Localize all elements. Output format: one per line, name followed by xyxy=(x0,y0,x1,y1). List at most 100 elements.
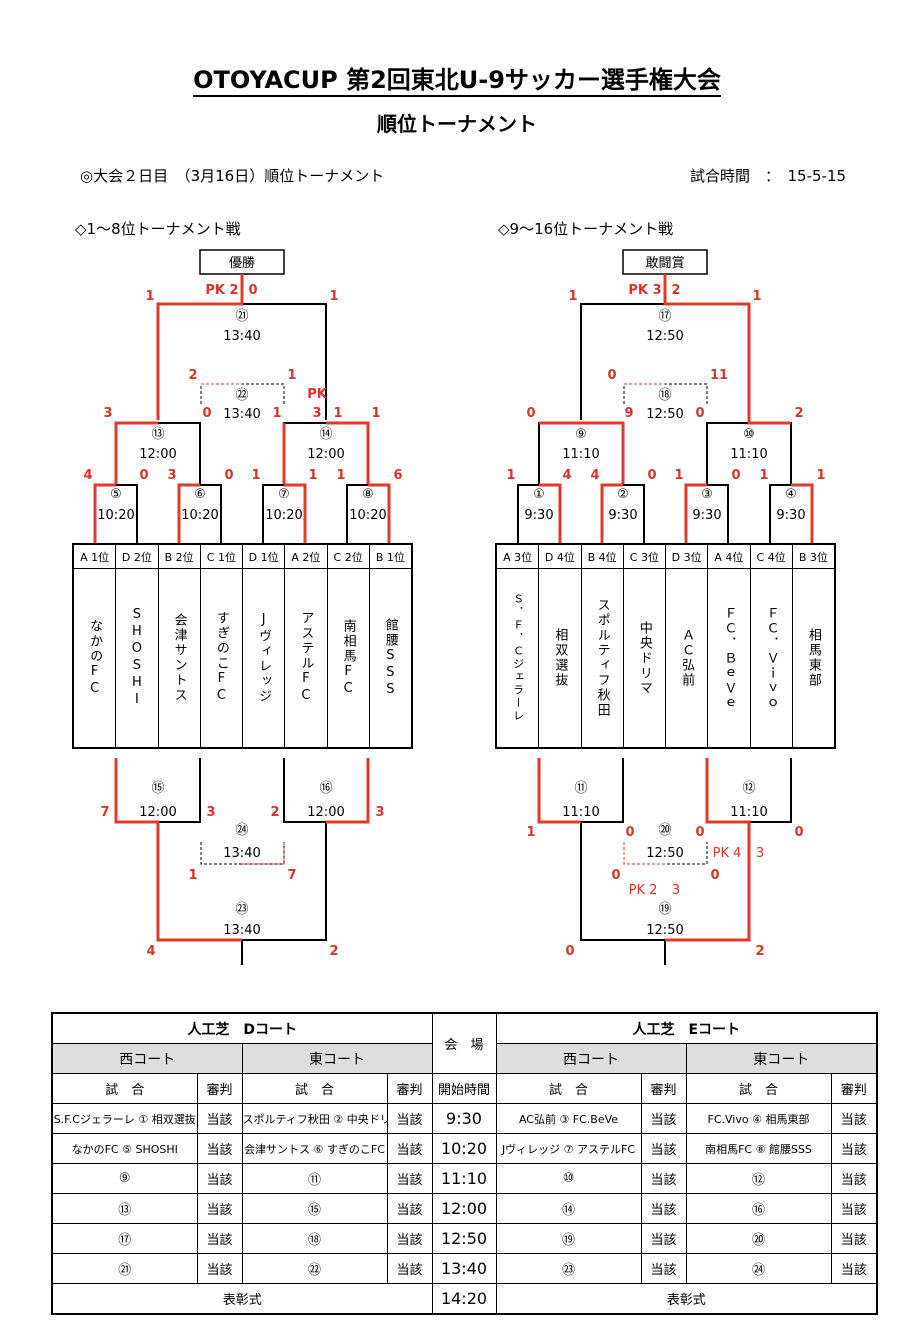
score: 1 xyxy=(333,406,342,421)
team-name: ＡＣ弘前 xyxy=(666,569,709,747)
score: 1 xyxy=(272,406,281,421)
score: 3 xyxy=(103,406,112,421)
score: PK 2 xyxy=(205,283,238,298)
team-name: SHOSHI xyxy=(116,569,159,747)
score: 1 xyxy=(145,289,154,304)
bracket-text: ㉓ xyxy=(235,902,248,917)
score: 1 xyxy=(816,468,825,483)
score: 4 xyxy=(562,468,571,483)
d-west-referee: 当該 xyxy=(196,1163,243,1194)
team-name: 館腰SSS xyxy=(370,569,412,747)
team-rank: A 1位 xyxy=(74,545,117,569)
score: 0 xyxy=(565,944,574,959)
match-time: 10:20 xyxy=(97,508,134,523)
start-time-col: 開始時間 xyxy=(431,1073,497,1104)
team-rank: D 2位 xyxy=(116,545,159,569)
match-number: ④ xyxy=(785,487,797,502)
e-east-referee: 当該 xyxy=(830,1103,878,1134)
semi-winner-line xyxy=(581,421,625,485)
match-time: 9:30 xyxy=(776,508,805,523)
bracket-text: ⑲ xyxy=(658,902,671,917)
d-east-header: 東コート xyxy=(241,1043,433,1074)
score: 2 xyxy=(755,944,764,959)
ceremony-time: 14:20 xyxy=(431,1283,497,1315)
match-time: 9:30 xyxy=(608,508,637,523)
e-east-referee: 当該 xyxy=(830,1253,878,1284)
court-e-header: 人工芝 Eコート xyxy=(495,1012,878,1044)
bracket-text: 11:10 xyxy=(730,805,767,820)
score: 2 xyxy=(270,805,279,820)
e-east-referee: 当該 xyxy=(830,1223,878,1254)
score: 7 xyxy=(100,805,109,820)
team-rank: B 4位 xyxy=(581,545,624,569)
score: 11 xyxy=(710,368,728,383)
match-time: 12:00 xyxy=(139,447,176,462)
d-east-match: ㉒ xyxy=(241,1253,388,1284)
match-number: ⑦ xyxy=(278,487,290,502)
d-west-match: ⑬ xyxy=(51,1193,198,1224)
e-west-match: Jヴィレッジ ⑦ アステルFC xyxy=(495,1133,642,1164)
team-rank: C 3位 xyxy=(623,545,666,569)
score: 2 xyxy=(188,368,197,383)
champion-box xyxy=(199,249,285,275)
score: 0 xyxy=(248,283,257,298)
score: 3 xyxy=(312,406,321,421)
bracket-text: ⑪ xyxy=(574,781,587,796)
match-number: ② xyxy=(617,487,629,502)
score: 7 xyxy=(287,868,296,883)
right-section-label: ◇9～16位トーナメント戦 xyxy=(498,220,674,238)
team-rank: D 4位 xyxy=(539,545,582,569)
score: 1 xyxy=(759,468,768,483)
match-time: 12:00 xyxy=(307,447,344,462)
champion-label: 敢闘賞 xyxy=(645,256,684,271)
score: 0 xyxy=(625,825,634,840)
e-east-referee: 当該 xyxy=(830,1163,878,1194)
match-col: 試 合 xyxy=(495,1073,642,1104)
score: 1 xyxy=(308,468,317,483)
team-name: スポルティフ秋田 xyxy=(582,569,624,747)
bracket-text: 12:00 xyxy=(307,805,344,820)
e-west-match: ⑩ xyxy=(495,1163,642,1194)
match-number: ① xyxy=(533,487,545,502)
score: 1 xyxy=(287,368,296,383)
e-east-match: 南相馬FC ⑧ 館腰SSS xyxy=(685,1133,832,1164)
venue-label: 会 場 xyxy=(431,1012,497,1074)
score: 0 xyxy=(695,406,704,421)
referee-col: 審判 xyxy=(196,1073,243,1104)
d-west-match: なかのFC ⑤ SHOSHI xyxy=(51,1133,198,1164)
match-number: ⑭ xyxy=(319,427,332,442)
team-name: すぎのこFC xyxy=(201,569,243,747)
e-east-referee: 当該 xyxy=(830,1133,878,1164)
team-name: 会津サントス xyxy=(159,569,201,747)
bracket-text: ⑳ xyxy=(658,823,671,838)
quarter-winner-line xyxy=(791,483,814,543)
e-east-match: ⑯ xyxy=(685,1193,832,1224)
team-rank: B 1位 xyxy=(369,545,412,569)
team-name: アステルFC xyxy=(285,569,328,747)
d-east-referee: 当該 xyxy=(386,1163,433,1194)
team-name: なかのFC xyxy=(74,569,117,747)
pk-score: PK 4 xyxy=(713,846,742,861)
score: 0 xyxy=(647,468,656,483)
match-time: 10:20 xyxy=(265,508,302,523)
score: 3 xyxy=(375,805,384,820)
score: 1 xyxy=(336,468,345,483)
team-rank: A 2位 xyxy=(285,545,328,569)
e-west-match: ㉓ xyxy=(495,1253,642,1284)
match-time: 13:40 xyxy=(223,407,260,422)
d-west-referee: 当該 xyxy=(196,1103,243,1134)
score: 1 xyxy=(674,468,683,483)
lower-winner-line xyxy=(326,758,370,824)
lower-winner-line xyxy=(665,758,751,942)
quarter-winner-line xyxy=(368,483,391,543)
semi-winner-line xyxy=(114,421,158,485)
team-name: ＦＣ．Ｖｉｖｏ xyxy=(751,569,793,747)
referee-col: 審判 xyxy=(386,1073,433,1104)
score: 0 xyxy=(607,368,616,383)
d-east-referee: 当該 xyxy=(386,1253,433,1284)
d-east-referee: 当該 xyxy=(386,1223,433,1254)
score: 9 xyxy=(624,406,633,421)
score: 3 xyxy=(206,805,215,820)
match-time: 10:20 xyxy=(349,508,386,523)
